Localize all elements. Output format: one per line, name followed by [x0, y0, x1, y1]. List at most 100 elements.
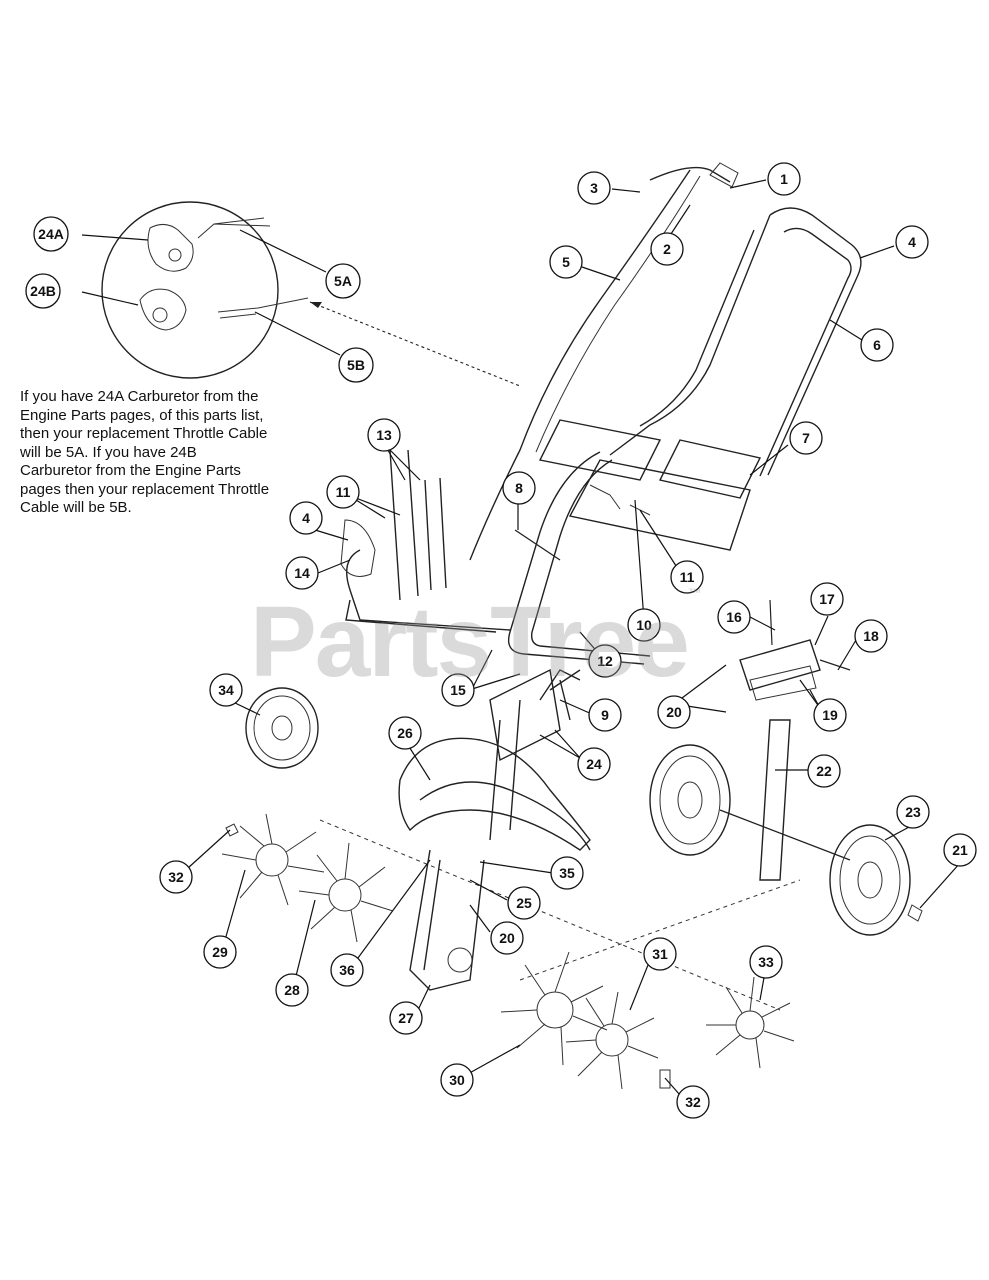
- svg-text:15: 15: [450, 682, 466, 698]
- tine-29: [221, 813, 325, 906]
- svg-text:5A: 5A: [334, 273, 352, 289]
- callout-5b: 5B: [338, 347, 374, 383]
- callout-23: 23: [896, 795, 930, 829]
- callout-12: 12: [588, 644, 622, 678]
- callout-22: 22: [807, 754, 841, 788]
- callout-24a: 24A: [33, 216, 69, 252]
- callout-27: 27: [389, 1001, 423, 1035]
- callout-24: 24: [577, 747, 611, 781]
- callout-10: 10: [627, 608, 661, 642]
- callout-4-top: 4: [895, 225, 929, 259]
- svg-text:6: 6: [873, 337, 881, 353]
- svg-text:21: 21: [952, 842, 968, 858]
- callout-30: 30: [440, 1063, 474, 1097]
- wheel-23: [829, 824, 911, 936]
- svg-text:5: 5: [562, 254, 570, 270]
- callout-11-left: 11: [326, 475, 360, 509]
- tine-30: [500, 951, 608, 1066]
- lower-handle: [340, 449, 651, 665]
- svg-text:35: 35: [559, 865, 575, 881]
- svg-text:32: 32: [168, 869, 184, 885]
- callout-19: 19: [813, 698, 847, 732]
- tine-shield: [398, 737, 591, 851]
- svg-text:17: 17: [819, 591, 835, 607]
- callout-16: 16: [717, 600, 751, 634]
- svg-text:13: 13: [376, 427, 392, 443]
- svg-text:14: 14: [294, 565, 310, 581]
- callout-8: 8: [502, 471, 536, 505]
- callout-13: 13: [367, 418, 401, 452]
- svg-text:18: 18: [863, 628, 879, 644]
- svg-text:20: 20: [499, 930, 515, 946]
- callout-35: 35: [550, 856, 584, 890]
- svg-text:11: 11: [680, 569, 695, 585]
- svg-text:29: 29: [212, 944, 228, 960]
- svg-text:36: 36: [339, 962, 355, 978]
- callout-24b: 24B: [25, 273, 61, 309]
- callout-28: 28: [275, 973, 309, 1007]
- callout-26: 26: [388, 716, 422, 750]
- callout-14: 14: [285, 556, 319, 590]
- callout-18: 18: [854, 619, 888, 653]
- svg-text:5B: 5B: [347, 357, 365, 373]
- svg-text:31: 31: [652, 946, 668, 962]
- svg-text:4: 4: [908, 234, 916, 250]
- svg-text:24B: 24B: [30, 283, 56, 299]
- svg-text:9: 9: [601, 707, 609, 723]
- callout-3: 3: [577, 171, 611, 205]
- svg-text:24A: 24A: [38, 226, 64, 242]
- svg-text:11: 11: [336, 484, 351, 500]
- carburetor-throttle-cable-note: If you have 24A Carburetor from the Engi…: [20, 388, 270, 516]
- svg-text:24: 24: [586, 756, 602, 772]
- callout-32-bottom: 32: [676, 1085, 710, 1119]
- svg-text:2: 2: [663, 241, 671, 257]
- svg-text:4: 4: [302, 510, 310, 526]
- callout-21: 21: [943, 833, 977, 867]
- wheel-34: [245, 687, 319, 769]
- callout-33: 33: [749, 945, 783, 979]
- svg-text:25: 25: [516, 895, 532, 911]
- carburetor-inset: [101, 201, 309, 379]
- callouts: 24A 24B 5A 5B 3 2 1 4 5 6 7 13 11 8 4 14…: [25, 162, 977, 1119]
- svg-text:30: 30: [449, 1072, 465, 1088]
- callout-4-left: 4: [289, 501, 323, 535]
- svg-text:19: 19: [822, 707, 838, 723]
- svg-text:22: 22: [816, 763, 832, 779]
- tine-33: [706, 976, 795, 1069]
- callout-5a: 5A: [325, 263, 361, 299]
- callout-29: 29: [203, 935, 237, 969]
- callout-7: 7: [789, 421, 823, 455]
- svg-text:28: 28: [284, 982, 300, 998]
- leader-lines: [81, 179, 961, 1096]
- svg-text:12: 12: [597, 653, 613, 669]
- svg-text:3: 3: [590, 180, 598, 196]
- callout-34: 34: [209, 673, 243, 707]
- svg-text:1: 1: [780, 171, 788, 187]
- svg-text:16: 16: [726, 609, 742, 625]
- wheel-22: [649, 744, 731, 856]
- callout-25: 25: [507, 886, 541, 920]
- tine-28: [298, 842, 394, 943]
- callout-15: 15: [441, 673, 475, 707]
- callout-20-bottom: 20: [490, 921, 524, 955]
- svg-text:7: 7: [802, 430, 810, 446]
- callout-31: 31: [643, 937, 677, 971]
- callout-1: 1: [767, 162, 801, 196]
- svg-text:34: 34: [218, 682, 234, 698]
- callout-20-right: 20: [657, 695, 691, 729]
- callout-32-left: 32: [159, 860, 193, 894]
- svg-text:10: 10: [636, 617, 652, 633]
- callout-36: 36: [330, 953, 364, 987]
- upper-handle: [609, 166, 862, 477]
- svg-text:20: 20: [666, 704, 682, 720]
- svg-text:27: 27: [398, 1010, 414, 1026]
- callout-17: 17: [810, 582, 844, 616]
- svg-text:26: 26: [397, 725, 413, 741]
- callout-5: 5: [549, 245, 583, 279]
- callout-6: 6: [860, 328, 894, 362]
- svg-text:23: 23: [905, 804, 921, 820]
- svg-text:8: 8: [515, 480, 523, 496]
- callout-11-right: 11: [670, 560, 704, 594]
- callout-9: 9: [588, 698, 622, 732]
